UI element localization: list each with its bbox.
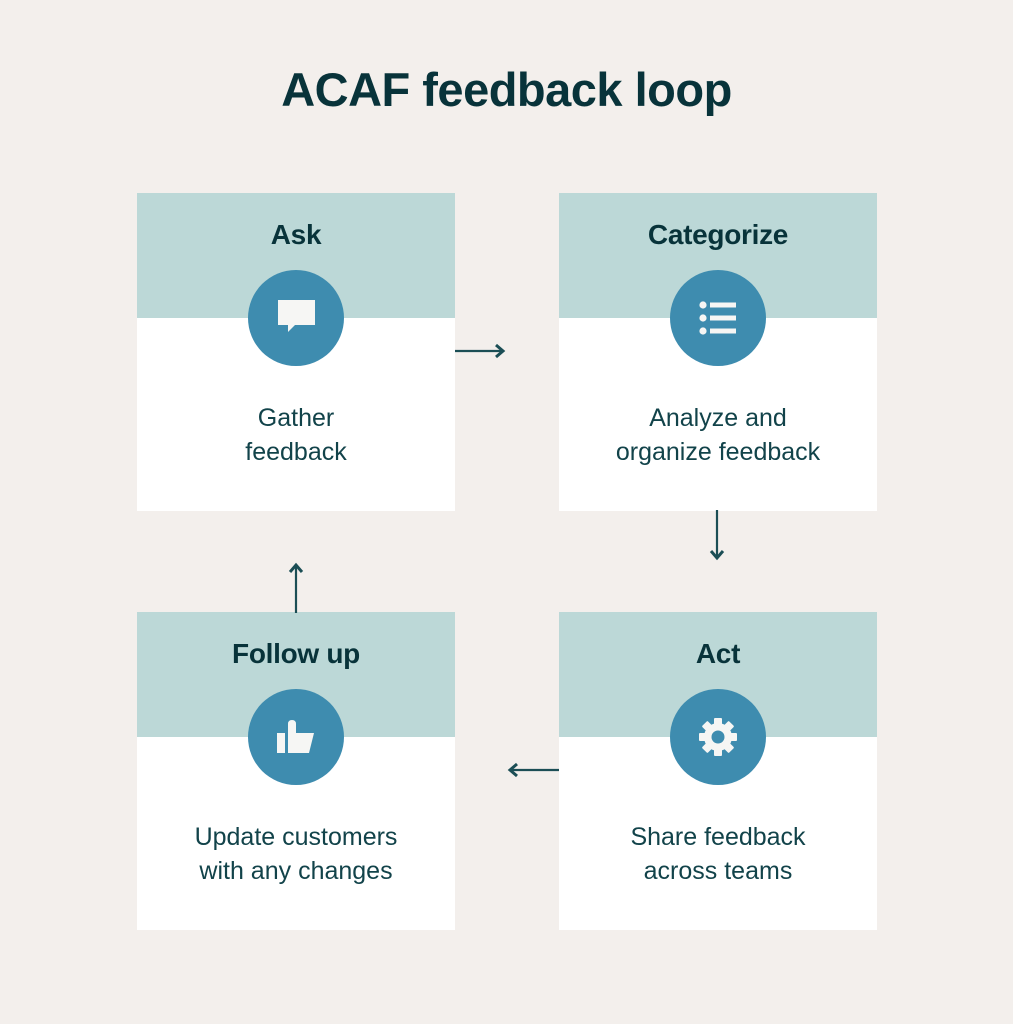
step-label: Act bbox=[695, 638, 741, 669]
step-label: Categorize bbox=[647, 219, 789, 250]
step-card-follow-up: Follow up Update customers with any chan… bbox=[137, 612, 455, 930]
bulleted-list-icon bbox=[699, 301, 736, 335]
step-label: Ask bbox=[270, 219, 322, 250]
step-label: Follow up bbox=[232, 638, 360, 669]
step-description: Gather feedback bbox=[245, 404, 347, 466]
arrow-down-icon bbox=[709, 510, 725, 561]
step-card-act: Act Share feedback across teams bbox=[559, 612, 877, 930]
speech-bubble-icon bbox=[278, 300, 315, 332]
arrow-left-icon bbox=[507, 762, 559, 778]
step-description: Update customers with any changes bbox=[194, 823, 398, 885]
gear-icon bbox=[699, 718, 737, 756]
step-card-ask: Ask Gather feedback bbox=[137, 193, 455, 511]
diagram-title: ACAF feedback loop bbox=[281, 63, 732, 116]
step-description: Analyze and organize feedback bbox=[615, 404, 821, 466]
step-description: Share feedback across teams bbox=[630, 823, 806, 885]
arrow-up-icon bbox=[288, 562, 304, 613]
thumbs-up-icon bbox=[277, 720, 314, 753]
step-card-categorize: Categorize Analyze and organize feedback bbox=[559, 193, 877, 511]
arrow-right-icon bbox=[455, 343, 506, 359]
icon-circle bbox=[670, 270, 766, 366]
icon-circle bbox=[248, 689, 344, 785]
icon-circle bbox=[248, 270, 344, 366]
icon-circle bbox=[670, 689, 766, 785]
